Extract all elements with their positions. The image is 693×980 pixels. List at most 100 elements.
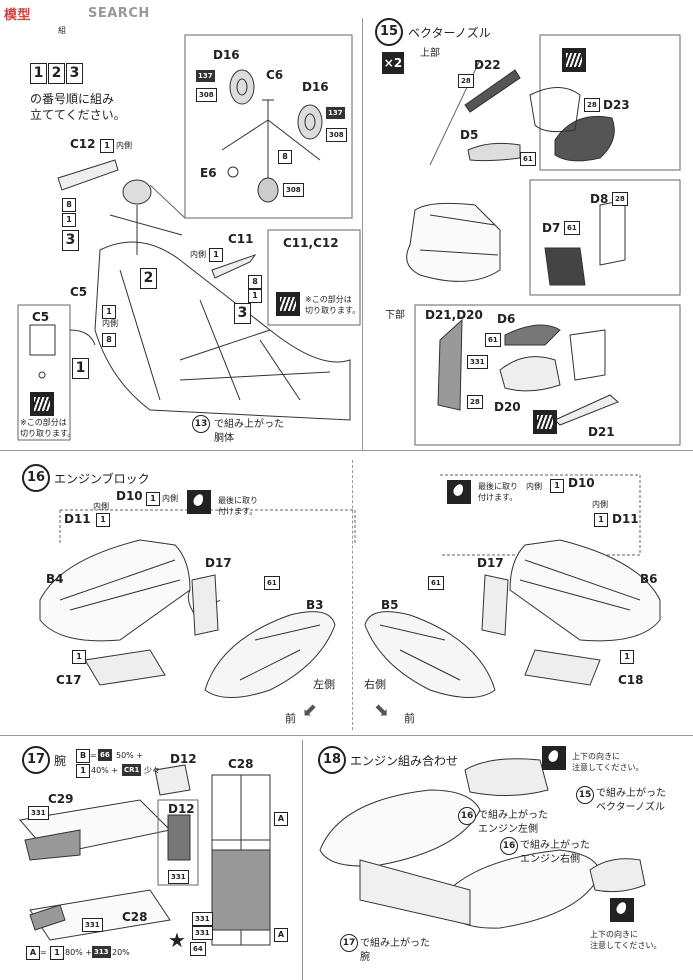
orient-note-bottom-1: 上下の向きに bbox=[590, 930, 638, 939]
color-61-d5: 61 bbox=[520, 152, 536, 166]
color-308-a: 308 bbox=[196, 88, 217, 102]
color-1-c11: 1 bbox=[209, 248, 223, 262]
ref-15-badge: 15 bbox=[576, 786, 594, 804]
order-num-1: 1 bbox=[30, 63, 47, 84]
color-1-d11-left: 1 bbox=[96, 513, 110, 527]
orient-icon-top bbox=[542, 746, 566, 770]
ref-17-line1: で組み上がった bbox=[360, 938, 430, 949]
ref-17-line2: 腕 bbox=[360, 952, 370, 963]
mix-bottom-color-1: 1 bbox=[50, 946, 64, 960]
part-d17-left: D17 bbox=[205, 556, 232, 570]
color-8-gear: 8 bbox=[278, 150, 292, 164]
inner-label-c5: 内側 bbox=[102, 319, 118, 328]
color-308-b: 308 bbox=[326, 128, 347, 142]
mix-bottom-color-313: 313 bbox=[92, 946, 111, 958]
part-d16-top: D16 bbox=[213, 48, 240, 62]
step-16-title: エンジンブロック bbox=[54, 472, 150, 486]
mix1-pct: 50% + bbox=[116, 751, 144, 760]
color-137-a: 137 bbox=[196, 70, 215, 82]
mix2-color-1: 1 bbox=[76, 764, 90, 778]
glue-icon-left bbox=[187, 490, 211, 514]
step-13-result-line2: 胴体 bbox=[214, 433, 234, 444]
step-18-title: エンジン組み合わせ bbox=[350, 754, 459, 768]
front-arrow-right-icon: ⬊ bbox=[374, 700, 390, 721]
step-3-right: 3 bbox=[234, 303, 251, 324]
part-d16-right: D16 bbox=[302, 80, 329, 94]
part-b3: B3 bbox=[306, 598, 324, 612]
ref-16a-badge: 16 bbox=[458, 807, 476, 825]
color-1-c18: 1 bbox=[620, 650, 634, 664]
part-c11: C11 bbox=[228, 232, 254, 246]
step-17-badge: 17 bbox=[22, 746, 50, 774]
orient-note-top-2: 注意してください。 bbox=[572, 763, 644, 772]
inner-d11-left: 内側 bbox=[93, 502, 109, 511]
color-28-d23: 28 bbox=[584, 98, 600, 112]
step-13-result-line1: で組み上がった bbox=[214, 419, 284, 430]
last-note-left-1: 最後に取り bbox=[218, 496, 258, 505]
cut-note-c5-1: ※この部分は bbox=[20, 418, 67, 427]
part-c29: C29 bbox=[48, 792, 74, 806]
part-c28-bottom: C28 bbox=[122, 910, 148, 924]
color-331-d21: 331 bbox=[467, 355, 488, 369]
orient-note-bottom-2: 注意してください。 bbox=[590, 941, 662, 950]
color-28-d21: 28 bbox=[467, 395, 483, 409]
part-d10-left: D10 bbox=[116, 489, 143, 503]
color-331-d12: 331 bbox=[168, 870, 189, 884]
part-d5: D5 bbox=[460, 128, 479, 142]
mix2-pct: 40% + bbox=[91, 766, 119, 775]
separator-middle bbox=[0, 735, 693, 736]
step-1: 1 bbox=[72, 358, 89, 379]
part-d23: D23 bbox=[603, 98, 630, 112]
color-308-c: 308 bbox=[283, 183, 304, 197]
separator-vertical-top bbox=[362, 18, 363, 450]
inner-d10-right: 内側 bbox=[526, 482, 542, 491]
part-d10-right: D10 bbox=[568, 476, 595, 490]
cut-note-c5-2: 切り取ります。 bbox=[20, 429, 76, 438]
ref-15-line1: で組み上がった bbox=[596, 788, 666, 799]
step-16-badge: 16 bbox=[22, 464, 50, 492]
cut-icon-15b bbox=[533, 410, 557, 434]
color-331-arm: 331 bbox=[192, 912, 213, 926]
mix1-color-66: 66 bbox=[98, 749, 112, 761]
part-c17: C17 bbox=[56, 673, 82, 687]
step-2: 2 bbox=[140, 268, 157, 289]
part-d21: D21 bbox=[588, 425, 615, 439]
part-d8: D8 bbox=[590, 192, 609, 206]
color-1-d10-left: 1 bbox=[146, 492, 160, 506]
order-num-3: 3 bbox=[66, 63, 83, 84]
mix1-box-b: B bbox=[76, 749, 90, 763]
part-d20: D20 bbox=[494, 400, 521, 414]
part-c5-main: C5 bbox=[70, 285, 88, 299]
mix2-tail: 少々 bbox=[144, 766, 160, 775]
color-1-c12: 1 bbox=[100, 139, 114, 153]
front-label-right: 前 bbox=[404, 712, 415, 725]
color-61-right: 61 bbox=[428, 576, 444, 590]
watermark-search-text: SEARCH bbox=[88, 6, 150, 21]
orient-note-top-1: 上下の向きに bbox=[572, 752, 620, 761]
last-note-right-2: 付けます。 bbox=[478, 493, 518, 502]
part-c5-box: C5 bbox=[32, 310, 50, 324]
color-137-b: 137 bbox=[326, 107, 345, 119]
color-1-c11b: 1 bbox=[248, 289, 262, 303]
cut-icon-c5 bbox=[30, 392, 54, 416]
watermark-logo: 模型 bbox=[4, 8, 32, 23]
mix-bottom-eq: = bbox=[40, 948, 47, 957]
front-label-left: 前 bbox=[285, 712, 296, 725]
right-side-label: 右側 bbox=[364, 678, 386, 691]
upper-label: 上部 bbox=[420, 48, 440, 59]
color-a-top: A bbox=[274, 812, 288, 826]
color-8-c11: 8 bbox=[248, 275, 262, 289]
front-arrow-left-icon: ⬋ bbox=[302, 700, 318, 721]
orient-icon-bottom bbox=[610, 898, 634, 922]
color-331-c28: 331 bbox=[82, 918, 103, 932]
part-b5: B5 bbox=[381, 598, 399, 612]
ref-15-line2: ベクターノズル bbox=[596, 802, 665, 813]
star-icon: ★ bbox=[168, 928, 186, 952]
color-61-left: 61 bbox=[264, 576, 280, 590]
inner-d11-right: 内側 bbox=[592, 500, 608, 509]
cut-icon-15a bbox=[562, 48, 586, 72]
color-1-c12b: 1 bbox=[62, 213, 76, 227]
mix-bottom-box-a: A bbox=[26, 946, 40, 960]
step-18-badge: 18 bbox=[318, 746, 346, 774]
color-28-d8: 28 bbox=[612, 192, 628, 206]
